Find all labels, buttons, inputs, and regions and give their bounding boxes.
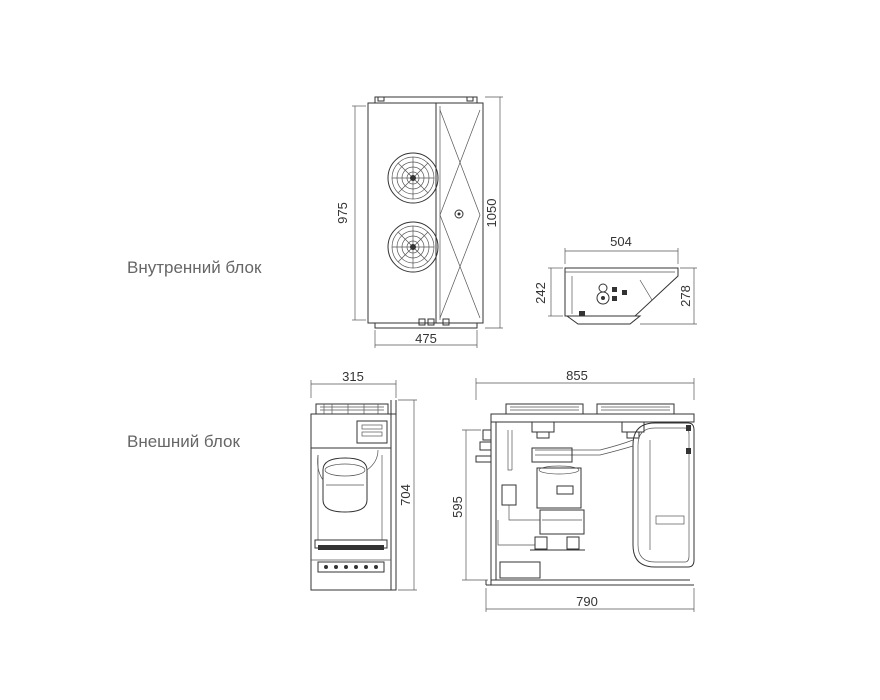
outdoor-unit-label: Внешний блок: [127, 432, 240, 451]
dim-indoor-side-width: 504: [610, 234, 632, 249]
indoor-side-view: 504 242 278: [533, 234, 697, 325]
dim-outdoor-front-width: 855: [566, 368, 588, 383]
dim-indoor-front-width: 475: [415, 331, 437, 346]
indoor-fan-lower: [387, 221, 439, 273]
indoor-unit-label: Внутренний блок: [127, 258, 262, 277]
dim-indoor-front-height: 975: [335, 202, 350, 224]
dim-outdoor-side-height: 704: [398, 484, 413, 506]
dim-outdoor-front-base-width: 790: [576, 594, 598, 609]
dim-outdoor-front-height: 595: [450, 496, 465, 518]
outdoor-front-view: 855 595 790: [450, 368, 695, 612]
outdoor-side-view: 315 704: [310, 369, 417, 591]
dim-indoor-side-total-height: 278: [678, 285, 693, 307]
indoor-fan-upper: [387, 152, 439, 204]
dim-outdoor-side-width: 315: [342, 369, 364, 384]
indoor-front-view: 975 1050 475: [335, 96, 503, 348]
dim-indoor-front-total-height: 1050: [484, 199, 499, 228]
dim-indoor-side-height: 242: [533, 282, 548, 304]
